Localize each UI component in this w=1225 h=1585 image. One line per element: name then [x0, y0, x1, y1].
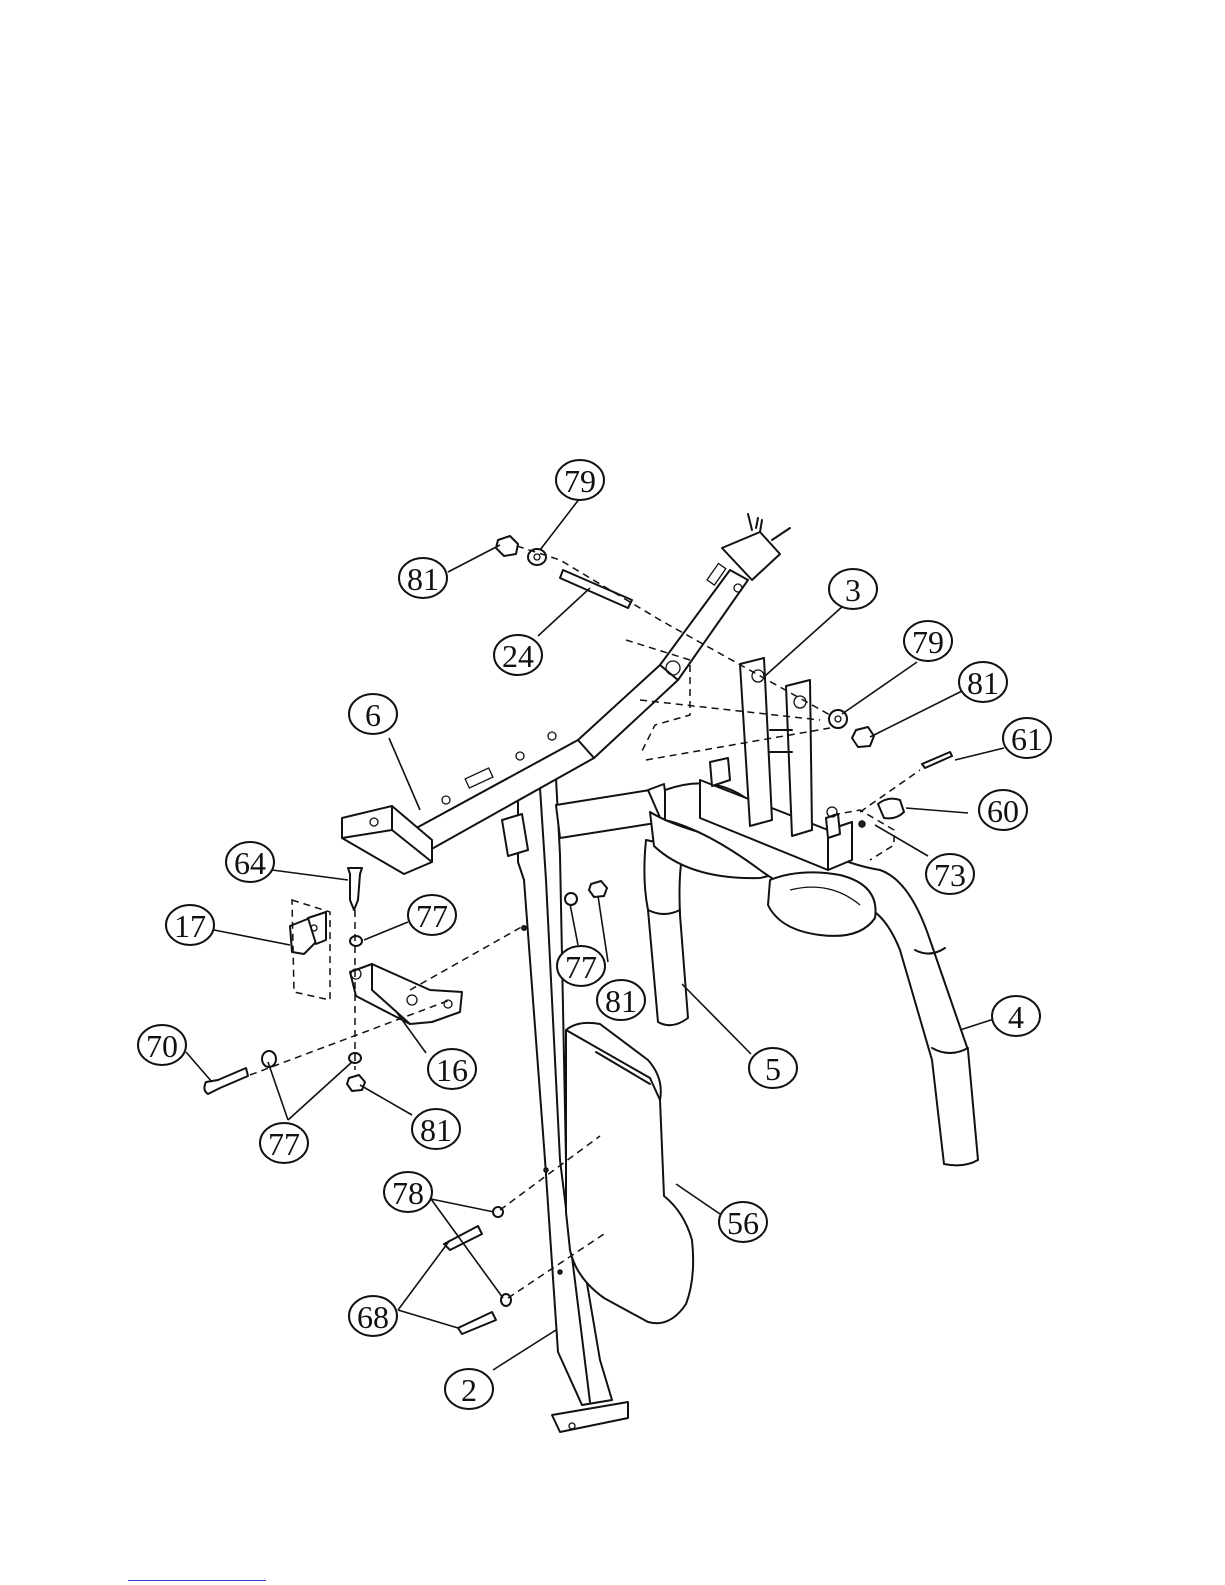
callout-77-mid: 77 [557, 946, 605, 986]
callout-5: 5 [749, 1048, 797, 1088]
svg-text:3: 3 [845, 572, 861, 608]
callout-81-mid: 81 [597, 980, 645, 1020]
svg-text:4: 4 [1008, 999, 1024, 1035]
svg-text:81: 81 [407, 561, 439, 597]
callout-68: 68 [349, 1296, 397, 1336]
callout-17: 17 [166, 905, 214, 945]
svg-text:81: 81 [420, 1112, 452, 1148]
svg-text:6: 6 [365, 697, 381, 733]
callout-81-low: 81 [412, 1109, 460, 1149]
svg-text:79: 79 [564, 463, 596, 499]
svg-text:16: 16 [436, 1052, 468, 1088]
svg-text:60: 60 [987, 793, 1019, 829]
callout-77-a: 77 [408, 895, 456, 935]
svg-text:77: 77 [268, 1126, 300, 1162]
callout-61: 61 [1003, 718, 1051, 758]
svg-text:73: 73 [934, 857, 966, 893]
callout-81-right: 81 [959, 662, 1007, 702]
callout-24: 24 [494, 635, 542, 675]
callout-79-right: 79 [904, 621, 952, 661]
callout-2: 2 [445, 1369, 493, 1409]
svg-text:5: 5 [765, 1051, 781, 1087]
callout-6: 6 [349, 694, 397, 734]
svg-text:64: 64 [234, 845, 266, 881]
svg-text:24: 24 [502, 638, 534, 674]
svg-text:70: 70 [146, 1028, 178, 1064]
callout-64: 64 [226, 842, 274, 882]
callout-60: 60 [979, 790, 1027, 830]
svg-text:77: 77 [565, 949, 597, 985]
back-pad-part-56 [566, 1023, 693, 1323]
svg-text:61: 61 [1011, 721, 1043, 757]
callout-79-top: 79 [556, 460, 604, 500]
callout-3: 3 [829, 569, 877, 609]
callout-4: 4 [992, 996, 1040, 1036]
svg-text:17: 17 [174, 908, 206, 944]
hinge-plate-part-17 [290, 912, 326, 954]
svg-text:2: 2 [461, 1372, 477, 1408]
callout-78: 78 [384, 1172, 432, 1212]
callout-73: 73 [926, 854, 974, 894]
callout-81-top: 81 [399, 558, 447, 598]
svg-text:77: 77 [416, 898, 448, 934]
svg-text:81: 81 [967, 665, 999, 701]
footer-rule [128, 1580, 266, 1581]
callout-56: 56 [719, 1202, 767, 1242]
svg-text:78: 78 [392, 1175, 424, 1211]
svg-text:79: 79 [912, 624, 944, 660]
pivot-bracket-part-16 [350, 964, 462, 1024]
callout-77-b: 77 [260, 1123, 308, 1163]
svg-text:68: 68 [357, 1299, 389, 1335]
svg-text:56: 56 [727, 1205, 759, 1241]
callout-70: 70 [138, 1025, 186, 1065]
callout-16: 16 [428, 1049, 476, 1089]
svg-text:81: 81 [605, 983, 637, 1019]
